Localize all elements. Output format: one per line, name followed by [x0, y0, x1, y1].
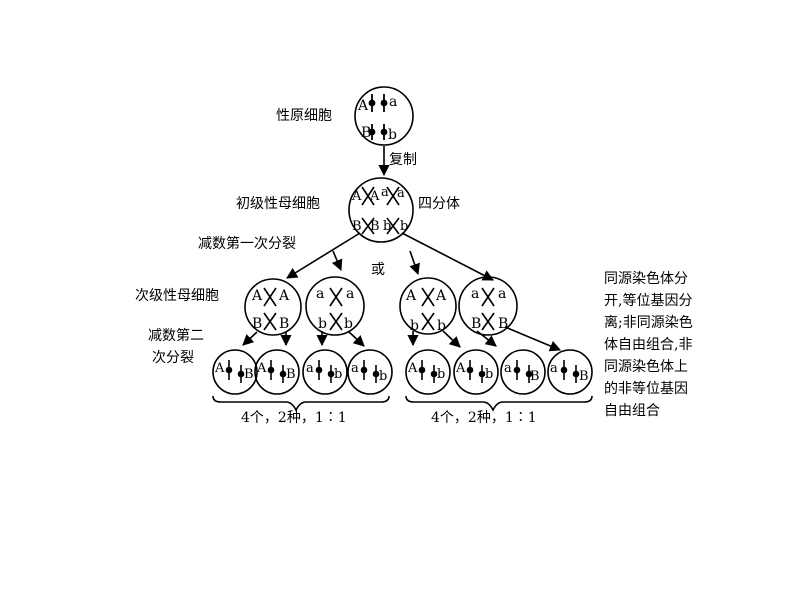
note-line: 同源染色体分 [604, 271, 688, 287]
gene-label: A [407, 361, 418, 376]
gene-label: b [388, 127, 397, 143]
gene-label: a [351, 361, 359, 376]
gene-label: A [251, 288, 263, 304]
note-line: 同源染色体上 [604, 359, 688, 375]
tetrad-label: 四分体 [418, 196, 460, 212]
meiosis-two-label-line1: 减数第二 [148, 328, 204, 344]
gene-label: a [397, 186, 405, 201]
gene-label: A [455, 361, 466, 376]
gene-label: B [286, 367, 296, 382]
gene-label: B [244, 367, 254, 382]
gene-label: a [498, 286, 506, 302]
gene-label: b [437, 318, 446, 334]
original-cell [354, 86, 414, 146]
gene-label: A [435, 288, 447, 304]
gene-label: b [437, 367, 445, 382]
gene-label: B [498, 316, 508, 332]
gene-label: b [379, 369, 387, 384]
result-right-label: 4个，2种，1∶1 [431, 410, 537, 426]
gene-label: B [279, 316, 289, 332]
gene-label: b [410, 318, 419, 334]
gene-label: b [400, 219, 408, 234]
primary-cell [348, 177, 414, 243]
secondary-cells [244, 276, 518, 336]
gene-label: A [369, 189, 380, 204]
gene-label: a [471, 286, 479, 302]
gamete-chromosomes [225, 360, 580, 383]
gene-label: a [389, 94, 397, 110]
oogonium-label: 性原细胞 [276, 108, 332, 124]
gene-label: a [346, 286, 354, 302]
gene-label: b [383, 219, 391, 234]
gene-label: A [405, 288, 417, 304]
primary-chromosomes [361, 186, 400, 235]
note-line: 离;非同源染色 [604, 315, 693, 331]
gene-label: a [504, 361, 512, 376]
left-brace [212, 395, 390, 412]
replication-label: 复制 [389, 152, 417, 168]
primary-cell-label: 初级性母细胞 [236, 196, 320, 212]
explanation-note: 同源染色体分 开,等位基因分 离;非同源染色 体自由组合,非 同源染色体上 的非… [604, 268, 716, 422]
gene-label: a [550, 361, 558, 376]
gene-label: a [381, 185, 389, 200]
gene-label: b [485, 367, 493, 382]
gene-label: B [530, 369, 540, 384]
gene-label: A [214, 361, 225, 376]
secondary-chromosomes [263, 287, 495, 331]
meiosis-two-arrows [242, 326, 562, 352]
gene-label: b [318, 316, 327, 332]
meiosis-one-label: 减数第一次分裂 [198, 236, 296, 252]
gene-label: B [361, 125, 371, 141]
meiosis-one-arrows [286, 232, 494, 281]
gene-label: B [579, 369, 589, 384]
note-line: 体自由组合,非 [604, 337, 693, 353]
note-line: 自由组合 [604, 403, 660, 419]
result-left-label: 4个，2种，1∶1 [241, 410, 347, 426]
gene-label: A [357, 98, 369, 114]
gene-label: B [370, 219, 380, 234]
gene-label: A [351, 189, 362, 204]
meiosis-two-label-line2: 次分裂 [152, 350, 194, 366]
gene-label: A [278, 288, 290, 304]
gene-label: a [306, 361, 314, 376]
gene-label: B [471, 316, 481, 332]
secondary-cell-label: 次级性母细胞 [135, 288, 219, 304]
gamete-cells [212, 349, 593, 395]
gene-label: A [256, 361, 267, 376]
gene-label: b [334, 367, 342, 382]
gene-label: a [316, 286, 324, 302]
gene-label: B [352, 219, 362, 234]
or-label: 或 [371, 262, 385, 278]
note-line: 的非等位基因 [604, 381, 688, 397]
right-brace [405, 395, 593, 412]
gene-label: B [252, 316, 262, 332]
original-chromosomes [368, 94, 388, 140]
gene-label: b [344, 316, 353, 332]
note-line: 开,等位基因分 [604, 293, 693, 309]
